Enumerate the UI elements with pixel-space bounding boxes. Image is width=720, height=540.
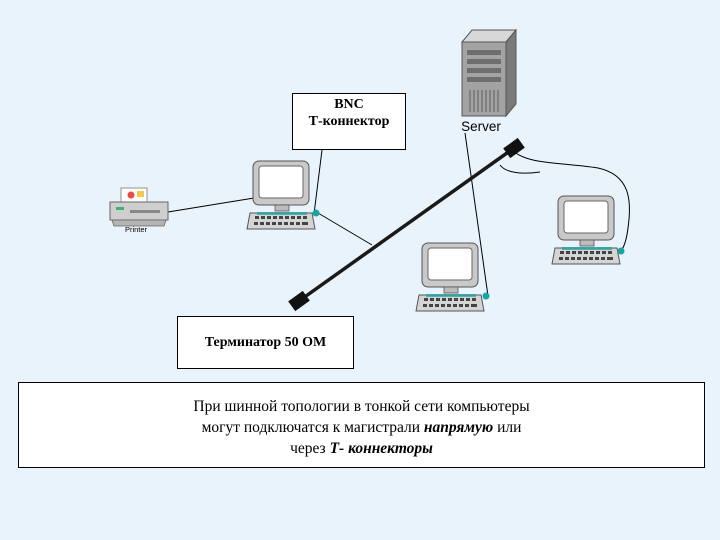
bus-end-cable xyxy=(499,164,541,174)
printer-cable xyxy=(167,197,255,213)
pc1-drop-cable xyxy=(317,212,373,246)
t-connector-3 xyxy=(617,247,625,255)
pc3-cable xyxy=(511,149,630,253)
t-connector-1 xyxy=(312,209,320,217)
computer-3 xyxy=(551,195,625,265)
caption-line-2: могут подключатся к магистрали напрямую … xyxy=(19,417,704,438)
caption-line-3: через Т- коннекторы xyxy=(19,438,704,459)
bnc-pointer-line xyxy=(313,149,323,215)
server-icon: Server xyxy=(460,28,518,134)
server-label: Server xyxy=(461,119,501,134)
t-connector-2 xyxy=(482,292,490,300)
caption-box: При шинной топологии в тонкой сети компь… xyxy=(18,382,705,468)
printer-label: Printer xyxy=(125,225,148,234)
caption-line-3-text-a: через xyxy=(290,440,330,457)
terminator-label: Терминатор 50 ОМ xyxy=(204,334,327,350)
cable-lines xyxy=(167,132,630,297)
terminator-bottom xyxy=(288,290,310,312)
server-cable xyxy=(464,132,489,297)
terminator-label-box: Терминатор 50 ОМ xyxy=(177,316,354,369)
bnc-label: BNC xyxy=(334,97,364,112)
caption-line-1: При шинной топологии в тонкой сети компь… xyxy=(19,396,704,417)
bnc-label-box: BNC Т-коннектор xyxy=(292,93,406,150)
printer-icon: Printer xyxy=(109,187,169,234)
caption-line-1-text: При шинной топологии в тонкой сети компь… xyxy=(193,398,530,415)
bus-line xyxy=(297,146,516,303)
t-connector-label: Т-коннектор xyxy=(308,114,390,129)
computer-2 xyxy=(415,242,490,312)
caption-emphasis-directly: напрямую xyxy=(423,419,494,436)
backbone-bus xyxy=(288,137,525,312)
caption-emphasis-t-connectors: Т- коннекторы xyxy=(329,440,433,457)
caption-line-2-text-a: могут подключатся к магистрали xyxy=(201,419,424,436)
computer-1 xyxy=(246,160,320,230)
terminator-top xyxy=(503,137,525,159)
caption-line-2-text-c: или xyxy=(493,419,522,436)
